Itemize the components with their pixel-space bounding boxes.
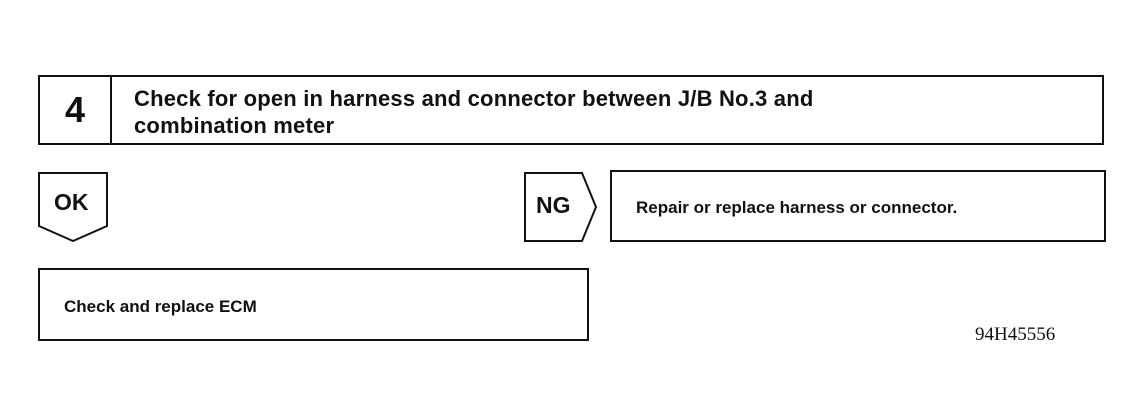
ok-action-text: Check and replace ECM bbox=[64, 297, 257, 316]
ng-tag: NG bbox=[524, 172, 598, 242]
ng-tag-label: NG bbox=[536, 192, 571, 218]
ok-tag: OK bbox=[38, 172, 110, 243]
ok-action-box: Check and replace ECM bbox=[38, 268, 589, 341]
step-title-line-2: combination meter bbox=[134, 113, 335, 138]
down-arrow-tag-icon bbox=[38, 172, 108, 243]
step-number: 4 bbox=[40, 77, 112, 143]
figure-id: 94H45556 bbox=[975, 324, 1056, 345]
step-title: Check for open in harness and connector … bbox=[134, 85, 1034, 139]
step-box: 4 Check for open in harness and connecto… bbox=[38, 75, 1104, 145]
ng-action-box: Repair or replace harness or connector. bbox=[610, 170, 1106, 242]
ng-action-text: Repair or replace harness or connector. bbox=[636, 198, 958, 217]
step-title-line-1: Check for open in harness and connector … bbox=[134, 86, 814, 111]
ok-tag-label: OK bbox=[54, 189, 89, 215]
right-arrow-tag-icon bbox=[524, 172, 598, 242]
